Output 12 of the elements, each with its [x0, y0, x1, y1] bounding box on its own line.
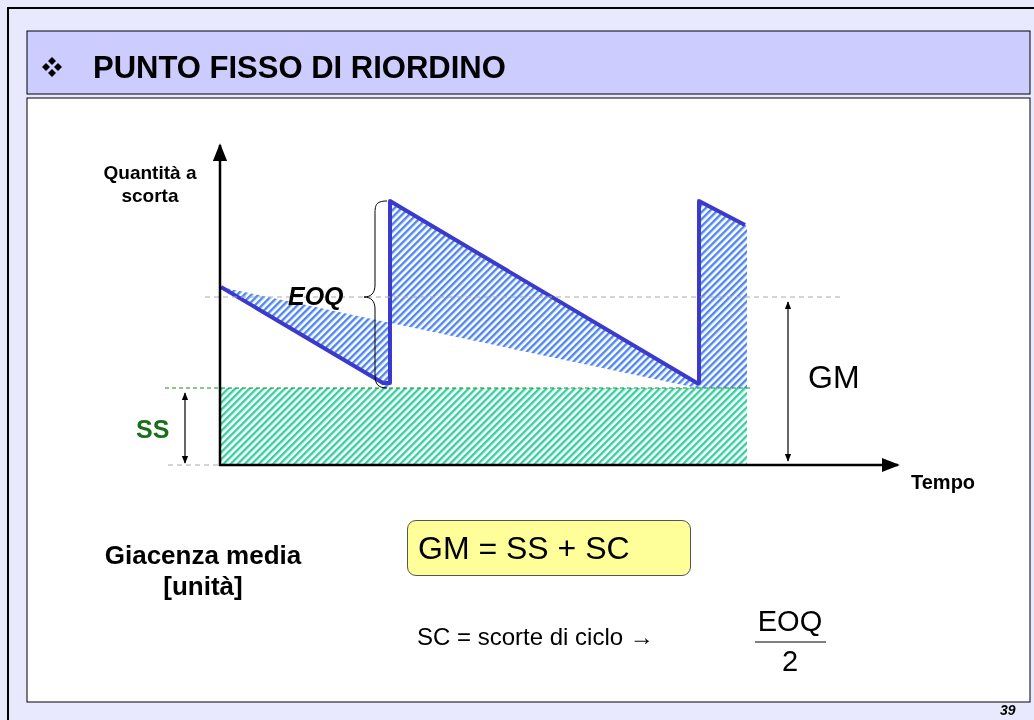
axis-label: Quantità a scorta [102, 162, 198, 208]
fraction-numerator: EOQ [757, 604, 823, 639]
page-number: 39 [1000, 702, 1016, 719]
safety-stock-label: SS [136, 414, 170, 444]
fraction-denominator: 2 [781, 644, 799, 679]
average-stock-title: Giacenza media [unità] [103, 540, 303, 603]
formula-box: GM = SS + SC [407, 520, 691, 576]
axis-label: Tempo [911, 470, 976, 494]
eoq-label: EOQ [288, 281, 344, 311]
average-stock-label: GM [808, 358, 860, 397]
cycle-stock-formula: SC = scorte di ciclo → [417, 623, 654, 652]
slide-title: PUNTO FISSO DI RIORDINO [93, 50, 506, 86]
